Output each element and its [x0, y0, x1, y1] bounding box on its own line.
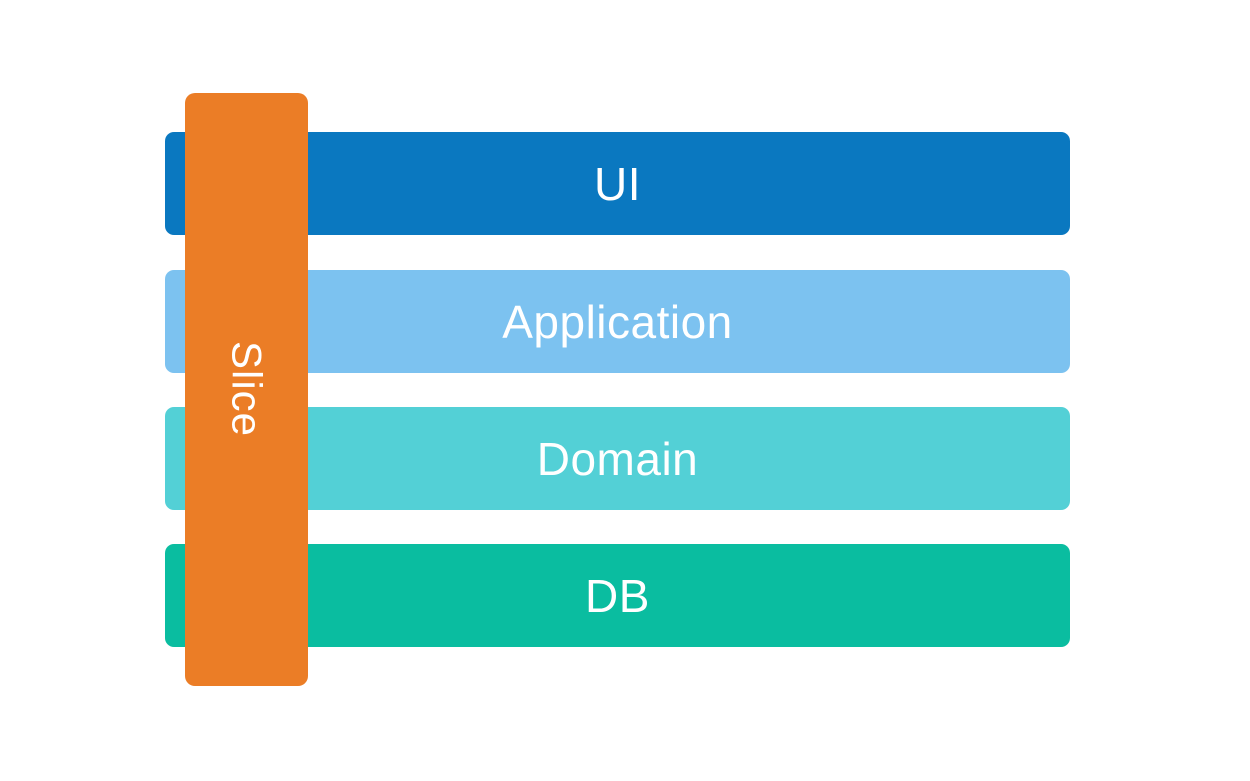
layer-bar-application: Application — [165, 270, 1070, 373]
layer-label-domain: Domain — [536, 432, 699, 485]
layer-bar-ui: UI — [165, 132, 1070, 235]
slice-label: Slice — [223, 341, 271, 438]
layer-bar-db: DB — [165, 544, 1070, 647]
layer-bar-domain: Domain — [165, 407, 1070, 510]
layer-label-application: Application — [502, 295, 733, 348]
layer-label-db: DB — [585, 569, 650, 622]
layer-label-ui: UI — [594, 157, 641, 210]
slice-bar: Slice — [185, 93, 308, 686]
